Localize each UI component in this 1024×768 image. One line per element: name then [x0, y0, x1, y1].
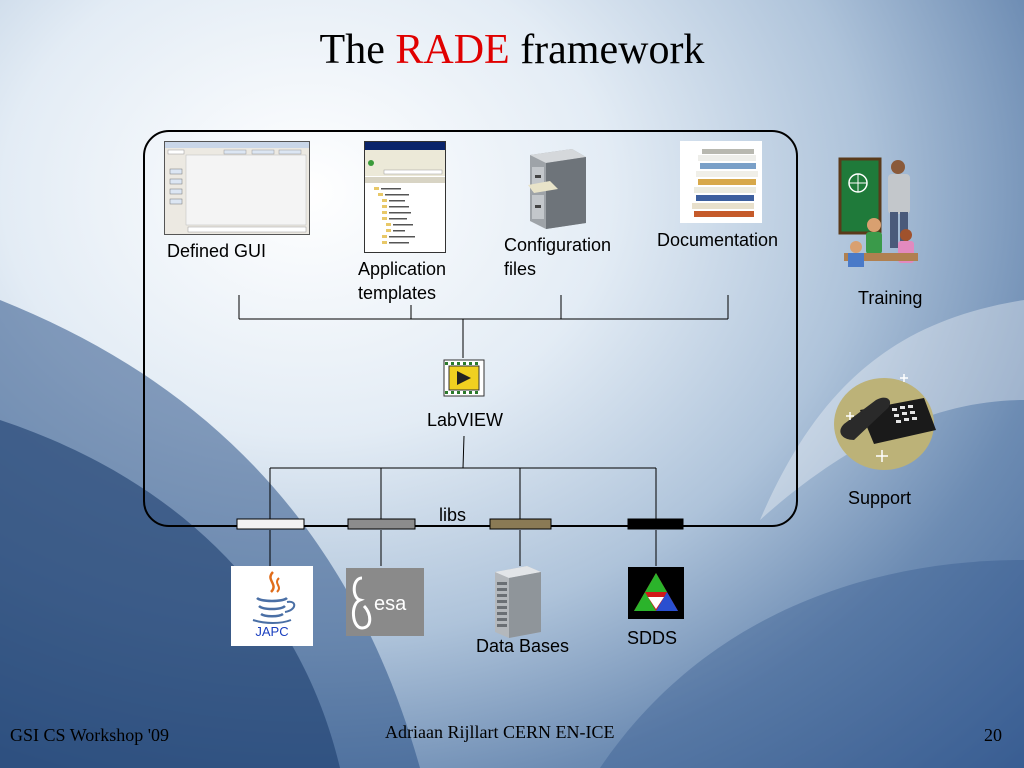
configuration-files-label-line1: Configuration [504, 235, 612, 255]
libs-label: libs [439, 505, 467, 525]
lib-bar-black [627, 518, 684, 530]
defined-gui-label: Defined GUI [167, 241, 267, 261]
telephone-icon [834, 374, 936, 470]
document-stack-icon [680, 141, 762, 223]
teacher-icon [838, 157, 918, 267]
esa-logo-icon: esa [346, 568, 424, 636]
svg-text:esa: esa [374, 593, 407, 615]
lib-bar-light [236, 518, 305, 530]
java-icon [231, 566, 313, 646]
japc-label: JAPC [255, 624, 289, 639]
databases-label: Data Bases [476, 636, 570, 656]
server-icon [495, 566, 541, 638]
gui-screenshot-icon [164, 141, 310, 235]
application-templates-label-line1: Application [358, 259, 447, 279]
lib-bar-gray [347, 518, 416, 530]
footer-center: Adriaan Rijllart CERN EN-ICE [385, 722, 615, 742]
sdds-label: SDDS [627, 628, 678, 648]
file-browser-icon [364, 141, 446, 253]
labview-icon [443, 359, 485, 397]
title-highlight: RADE [395, 27, 510, 73]
training-label: Training [858, 288, 923, 308]
lib-bar-brown [489, 518, 552, 530]
file-cabinet-icon [528, 149, 586, 229]
support-label: Support [848, 488, 912, 508]
page-number: 20 [984, 725, 1002, 745]
configuration-files-label-line2: files [504, 259, 537, 279]
labview-label: LabVIEW [427, 410, 504, 430]
documentation-label: Documentation [657, 230, 779, 250]
framework-frame [143, 130, 798, 527]
application-templates-label-line2: templates [358, 283, 437, 303]
slide-title: The RADE framework [319, 27, 705, 73]
sdds-logo-icon [628, 567, 684, 619]
footer-left: GSI CS Workshop '09 [10, 725, 169, 745]
